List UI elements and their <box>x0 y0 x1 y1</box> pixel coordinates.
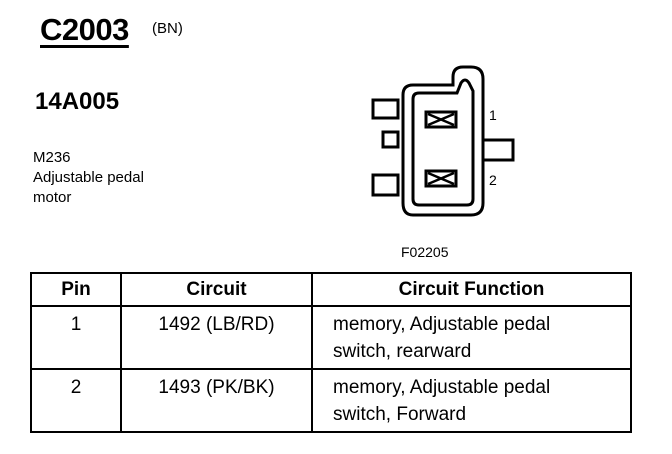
part-number: 14A005 <box>35 88 120 115</box>
table-header-row: Pin Circuit Circuit Function <box>30 272 632 307</box>
cell-circuit-function: memory, Adjustable pedal switch, Forward <box>311 368 632 433</box>
pin-label-2: 2 <box>489 172 497 188</box>
function-line2: switch, Forward <box>333 404 467 425</box>
connector-face-diagram: 1 2 <box>371 65 515 217</box>
cell-circuit: 1493 (PK/BK) <box>120 368 313 433</box>
connector-color: (BN) <box>152 20 183 37</box>
component-name-line1: Adjustable pedal <box>33 169 144 186</box>
left-tab-middle <box>381 130 400 149</box>
function-line1: memory, Adjustable pedal <box>333 314 551 335</box>
pin-label-1: 1 <box>489 107 497 123</box>
cell-pin: 2 <box>30 368 122 433</box>
terminal-1-mark <box>427 112 455 127</box>
header-circuit-function: Circuit Function <box>311 272 632 307</box>
left-tab-lower <box>371 173 400 197</box>
right-tab <box>481 138 515 162</box>
cell-circuit: 1492 (LB/RD) <box>120 305 313 370</box>
cell-pin: 1 <box>30 305 122 370</box>
function-line1: memory, Adjustable pedal <box>333 377 551 398</box>
table-row: 2 1493 (PK/BK) memory, Adjustable pedal … <box>30 368 632 433</box>
connector-id: C2003 <box>40 12 129 47</box>
figure-id: F02205 <box>401 244 449 260</box>
pin-table: Pin Circuit Circuit Function 1 1492 (LB/… <box>30 272 632 433</box>
header-pin: Pin <box>30 272 122 307</box>
header-circuit: Circuit <box>120 272 313 307</box>
table-row: 1 1492 (LB/RD) memory, Adjustable pedal … <box>30 305 632 370</box>
left-tab-upper <box>371 98 400 120</box>
cell-circuit-function: memory, Adjustable pedal switch, rearwar… <box>311 305 632 370</box>
component-description: M236 Adjustable pedal motor <box>33 148 144 208</box>
component-code: M236 <box>33 149 71 166</box>
function-line2: switch, rearward <box>333 341 472 362</box>
component-name-line2: motor <box>33 189 72 206</box>
terminal-2-mark <box>427 171 455 186</box>
